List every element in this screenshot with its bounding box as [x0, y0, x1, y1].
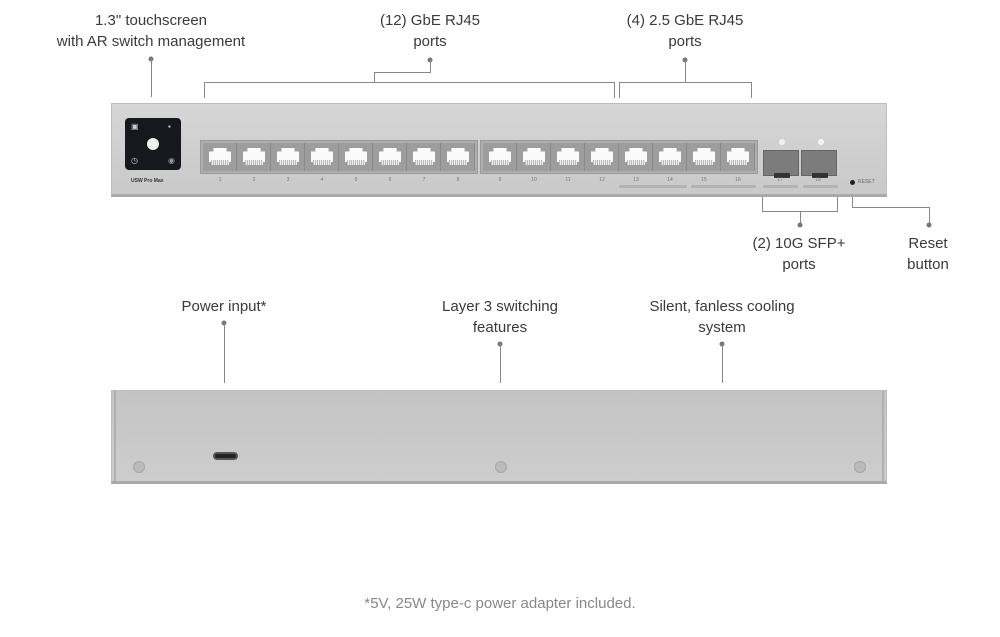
rj45-port-6[interactable]: [373, 143, 407, 171]
device-icon: ▪: [168, 122, 171, 131]
port-number: 14: [667, 177, 673, 183]
port-number: 17: [777, 177, 783, 183]
rj45-port-11[interactable]: [551, 143, 585, 171]
rj45-port-9[interactable]: [483, 143, 517, 171]
model-label: USW Pro Max: [131, 178, 164, 184]
port-underline: [763, 185, 798, 188]
settings-icon: ◉: [168, 156, 175, 165]
rj45-port-7[interactable]: [407, 143, 441, 171]
port-number: 10: [531, 177, 537, 183]
rj45-port-4[interactable]: [305, 143, 339, 171]
sfp-port-18[interactable]: [801, 150, 837, 178]
rj45-port-16[interactable]: [721, 143, 755, 171]
callout-power-input: Power input*: [181, 298, 267, 315]
rj45-port-15[interactable]: [687, 143, 721, 171]
rj45-port-5[interactable]: [339, 143, 373, 171]
gbe-port-block: [200, 140, 478, 174]
port-number: 18: [815, 177, 821, 183]
port-underline: [803, 185, 838, 188]
port-number: 9: [498, 177, 502, 183]
port-number: 4: [320, 177, 324, 183]
rj45-port-3[interactable]: [271, 143, 305, 171]
rj45-port-13[interactable]: [619, 143, 653, 171]
screen-home-button[interactable]: [147, 138, 159, 150]
port-underline: [619, 185, 687, 188]
port-number: 6: [388, 177, 392, 183]
sfp-port-17[interactable]: [763, 150, 799, 178]
switch-back-panel: [111, 390, 887, 484]
screw-icon: [133, 461, 145, 473]
port-number: 12: [599, 177, 605, 183]
rj45-port-10[interactable]: [517, 143, 551, 171]
gbe-port-block-2: [480, 140, 758, 174]
port-underline: [691, 185, 756, 188]
rj45-port-2[interactable]: [237, 143, 271, 171]
port-number: 8: [456, 177, 460, 183]
port-number: 13: [633, 177, 639, 183]
sfp-led: [779, 139, 785, 145]
rj45-port-14[interactable]: [653, 143, 687, 171]
network-icon: ▣: [131, 122, 139, 131]
callout-sfp-ports: (2) 10G SFP+ports: [752, 235, 846, 273]
port-number: 11: [565, 177, 571, 183]
port-number: 15: [701, 177, 707, 183]
port-number: 5: [354, 177, 358, 183]
screw-icon: [495, 461, 507, 473]
footnote: *5V, 25W type-c power adapter included.: [364, 595, 636, 612]
rj45-port-1[interactable]: [203, 143, 237, 171]
port-number: 1: [218, 177, 222, 183]
port-number: 3: [286, 177, 290, 183]
reset-button[interactable]: [850, 180, 855, 185]
port-number: 7: [422, 177, 426, 183]
touchscreen[interactable]: ▣ ▪ ◷ ◉: [125, 118, 181, 170]
port-number: 16: [735, 177, 741, 183]
rj45-port-12[interactable]: [585, 143, 619, 171]
rj45-port-8[interactable]: [441, 143, 475, 171]
port-number: 2: [252, 177, 256, 183]
power-icon: ◷: [131, 156, 138, 165]
usb-c-power-port[interactable]: [213, 452, 238, 460]
sfp-led: [818, 139, 824, 145]
reset-label: RESET: [858, 179, 875, 185]
screw-icon: [854, 461, 866, 473]
